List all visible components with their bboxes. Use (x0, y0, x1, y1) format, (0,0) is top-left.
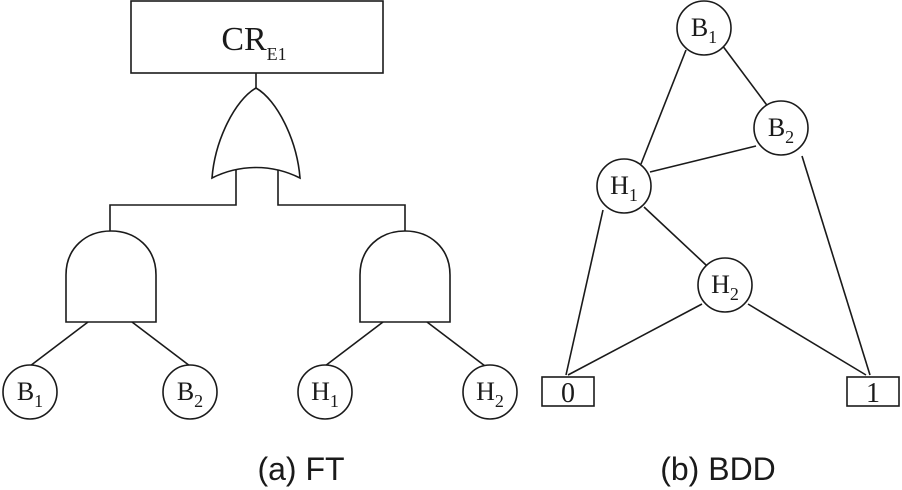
bdd-node-b2: B2 (753, 100, 809, 156)
svg-text:H2: H2 (711, 270, 739, 304)
and-left-to-b1-line (29, 321, 89, 367)
bdd: B1 B2 H1 H2 0 1 (b) BDD (541, 0, 900, 487)
edge-b1-h1 (640, 49, 687, 165)
bdd-terminal-0: 0 (541, 376, 595, 409)
basic-event-h2: H2 (462, 364, 518, 420)
edge-b1-b2 (721, 44, 770, 109)
fault-tree: CRE1 B1 B2 H1 H2 (a) FT (2, 0, 518, 487)
and-left-to-b2-line (131, 321, 191, 367)
or-to-and-right-line (277, 170, 406, 233)
svg-text:B2: B2 (177, 377, 203, 411)
ft-caption: (a) FT (257, 451, 344, 487)
svg-text:H2: H2 (476, 377, 504, 411)
and-gate-right (359, 230, 451, 323)
basic-event-h1: H1 (297, 364, 353, 420)
top-event-label: CRE1 (221, 21, 286, 64)
edge-h1-h2 (643, 206, 707, 266)
bdd-node-b1: B1 (676, 0, 732, 56)
svg-text:B1: B1 (691, 13, 717, 47)
or-to-and-left-line (109, 170, 237, 233)
svg-text:B1: B1 (17, 377, 43, 411)
or-gate (211, 87, 301, 180)
svg-text:B2: B2 (768, 113, 794, 147)
edge-b2-terminal-1 (801, 155, 871, 376)
svg-text:H1: H1 (610, 171, 638, 205)
bdd-terminal-1: 1 (846, 376, 900, 409)
and-right-to-h1-line (324, 321, 384, 367)
and-right-to-h2-line (426, 321, 486, 367)
bdd-node-h2: H2 (697, 257, 753, 313)
bdd-caption: (b) BDD (660, 451, 776, 487)
svg-text:0: 0 (561, 378, 575, 409)
edge-h1-terminal-0 (565, 209, 604, 376)
basic-event-b1: B1 (2, 364, 58, 420)
edge-h2-terminal-1 (747, 303, 867, 376)
svg-text:1: 1 (866, 378, 880, 409)
svg-text:H1: H1 (311, 377, 339, 411)
edge-b2-h1 (649, 145, 757, 173)
bdd-node-h1: H1 (596, 158, 652, 214)
edge-h2-terminal-0 (567, 303, 703, 376)
basic-event-b2: B2 (162, 364, 218, 420)
top-event-box: CRE1 (130, 0, 384, 74)
and-gate-left (65, 230, 157, 323)
